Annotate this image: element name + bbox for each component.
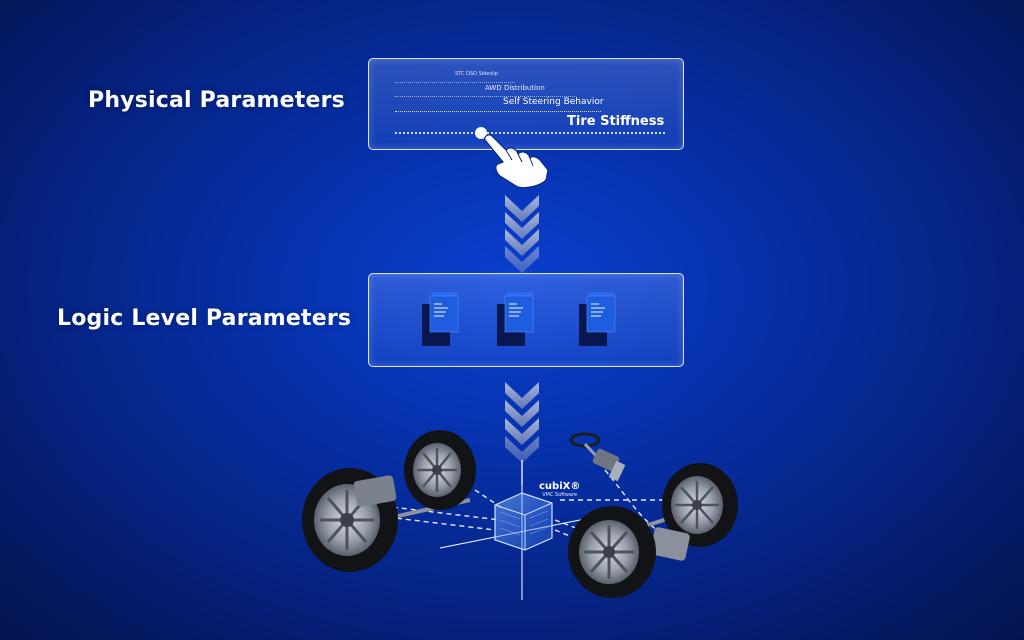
- dotted-separator: [395, 96, 575, 97]
- dotted-separator: [395, 111, 601, 112]
- physical-parameters-panel: STC DSO Sideslip AWD Distribution Self S…: [368, 58, 684, 150]
- chevron-down-icon: [505, 382, 539, 485]
- physical-parameters-label: Physical Parameters: [88, 88, 345, 113]
- dotted-separator: [395, 132, 665, 134]
- param-tire-stiffness[interactable]: Tire Stiffness: [567, 114, 665, 129]
- brand-name: cubiX®: [539, 481, 581, 492]
- param-awd-distribution[interactable]: AWD Distribution: [485, 84, 545, 92]
- dotted-separator: [395, 82, 515, 83]
- document-icon: [575, 290, 617, 348]
- param-self-steering-behavior[interactable]: Self Steering Behavior: [503, 97, 604, 107]
- cubix-brand: cubiX® VMC Software: [539, 482, 580, 498]
- chevron-down-icon: [505, 195, 539, 273]
- document-icon: [493, 290, 535, 348]
- hand-pointer-icon: [475, 127, 549, 189]
- param-stc-dso-sideslip[interactable]: STC DSO Sideslip: [455, 71, 498, 77]
- logic-level-parameters-label: Logic Level Parameters: [57, 306, 352, 331]
- vehicle-chassis-icon: [302, 430, 738, 600]
- document-icon: [418, 290, 460, 348]
- brand-subtitle: VMC Software: [542, 492, 578, 498]
